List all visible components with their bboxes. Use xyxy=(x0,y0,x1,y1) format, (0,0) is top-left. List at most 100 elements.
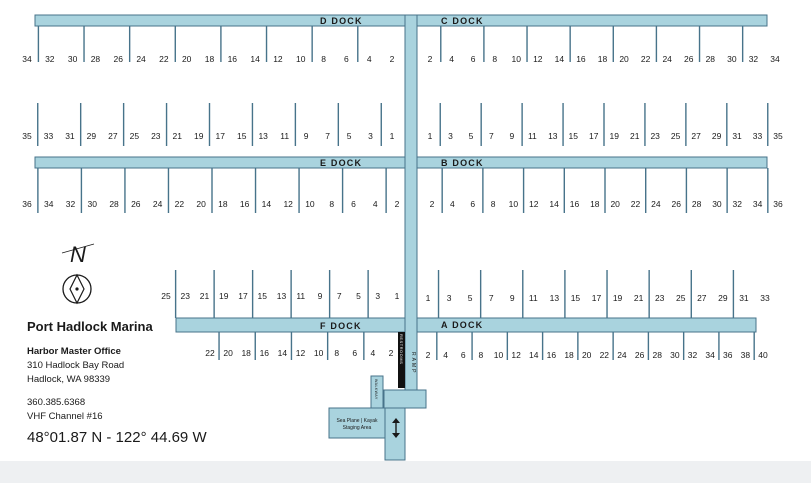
slip-number: 27 xyxy=(697,293,707,303)
slip-number: 21 xyxy=(630,131,640,141)
slip-number: 24 xyxy=(662,54,672,64)
f-dock-label: F DOCK xyxy=(320,321,362,331)
slip-number: 26 xyxy=(635,350,645,360)
slip-number: 1 xyxy=(426,293,431,303)
slip-number: 30 xyxy=(670,350,680,360)
dock-structures xyxy=(34,14,768,461)
slip-number: 38 xyxy=(741,350,751,360)
slip-number: 5 xyxy=(347,131,352,141)
f-a-dock-walkway xyxy=(175,317,757,333)
slip-number: 2 xyxy=(395,199,400,209)
slip-number: 2 xyxy=(389,348,394,358)
slip-number: 12 xyxy=(296,348,306,358)
slip-number: 22 xyxy=(600,350,610,360)
slip-number: 12 xyxy=(511,350,521,360)
slip-number: 34 xyxy=(753,199,763,209)
slip-number: 15 xyxy=(569,131,579,141)
slip-number: 34 xyxy=(705,350,715,360)
slip-number: 6 xyxy=(471,54,476,64)
slip-number: 20 xyxy=(196,199,206,209)
slip-number: 14 xyxy=(549,199,559,209)
slip-number: 6 xyxy=(344,54,349,64)
slip-number: 7 xyxy=(325,131,330,141)
slip-number: 20 xyxy=(223,348,233,358)
slip-number: 17 xyxy=(238,291,248,301)
slip-number: 4 xyxy=(450,199,455,209)
d-dock-label: D DOCK xyxy=(320,16,363,26)
slip-number: 32 xyxy=(688,350,698,360)
slip-number: 1 xyxy=(428,131,433,141)
slip-number: 6 xyxy=(470,199,475,209)
slip-number: 29 xyxy=(712,131,722,141)
slip-number: 33 xyxy=(760,293,770,303)
slip-number: 16 xyxy=(240,199,250,209)
address-line-2: Hadlock, WA 98339 xyxy=(27,374,111,385)
slip-number: 4 xyxy=(367,54,372,64)
slip-number: 33 xyxy=(44,131,54,141)
slip-number: 10 xyxy=(494,350,504,360)
slip-number: 18 xyxy=(218,199,228,209)
slip-number: 4 xyxy=(443,350,448,360)
slip-number: 18 xyxy=(590,199,600,209)
slip-number: 12 xyxy=(283,199,293,209)
slip-number: 6 xyxy=(352,348,357,358)
slip-number: 13 xyxy=(277,291,287,301)
slip-number: 23 xyxy=(650,131,660,141)
slip-number: 14 xyxy=(250,54,260,64)
slip-number: 14 xyxy=(262,199,272,209)
slip-number: 1 xyxy=(395,291,400,301)
compass-north-label: N xyxy=(70,242,86,267)
slip-number: 29 xyxy=(87,131,97,141)
slip-number: 30 xyxy=(68,54,78,64)
slip-number: 35 xyxy=(22,131,32,141)
slip-number: 9 xyxy=(304,131,309,141)
d-c-dock-walkway xyxy=(34,14,768,27)
staging-label-line1: Sea Plane | Kayak xyxy=(336,418,378,424)
slip-number: 11 xyxy=(296,291,305,301)
slip-number: 12 xyxy=(529,199,539,209)
slip-number: 30 xyxy=(727,54,737,64)
slip-number: 32 xyxy=(733,199,743,209)
slip-number: 33 xyxy=(753,131,763,141)
slip-number: 34 xyxy=(44,199,54,209)
slip-number: 18 xyxy=(205,54,215,64)
slip-number: 4 xyxy=(371,348,376,358)
marina-name: Port Hadlock Marina xyxy=(27,319,153,334)
slip-number: 16 xyxy=(576,54,586,64)
slip-number: 24 xyxy=(617,350,627,360)
office-title: Harbor Master Office xyxy=(27,346,121,357)
slip-number: 1 xyxy=(390,131,395,141)
slip-number: 34 xyxy=(770,54,780,64)
slip-number: 28 xyxy=(109,199,119,209)
slip-number: 9 xyxy=(318,291,323,301)
slip-number: 10 xyxy=(296,54,306,64)
slip-number: 14 xyxy=(555,54,565,64)
slip-number: 36 xyxy=(723,350,733,360)
slip-number: 20 xyxy=(582,350,592,360)
staging-area xyxy=(328,407,386,439)
slip-number: 5 xyxy=(356,291,361,301)
slip-number: 16 xyxy=(547,350,557,360)
slip-number: 36 xyxy=(22,199,32,209)
slip-number: 26 xyxy=(131,199,141,209)
slip-number: 8 xyxy=(479,350,484,360)
slip-number: 35 xyxy=(773,131,783,141)
slip-number: 14 xyxy=(278,348,288,358)
slip-number: 31 xyxy=(65,131,75,141)
slip-number: 15 xyxy=(571,293,581,303)
ramp-platform xyxy=(383,389,427,409)
slip-number: 21 xyxy=(200,291,210,301)
slip-number: 25 xyxy=(671,131,681,141)
slip-number: 8 xyxy=(329,199,334,209)
slip-number: 28 xyxy=(692,199,702,209)
walkway-label: WALKWAY xyxy=(374,379,378,400)
slip-number: 4 xyxy=(449,54,454,64)
slip-number: 13 xyxy=(550,293,560,303)
slip-number: 22 xyxy=(205,348,215,358)
slip-number: 25 xyxy=(161,291,171,301)
slip-number: 7 xyxy=(489,131,494,141)
slip-number: 8 xyxy=(491,199,496,209)
slip-number: 34 xyxy=(22,54,32,64)
slip-number: 27 xyxy=(691,131,701,141)
slip-number: 22 xyxy=(631,199,641,209)
